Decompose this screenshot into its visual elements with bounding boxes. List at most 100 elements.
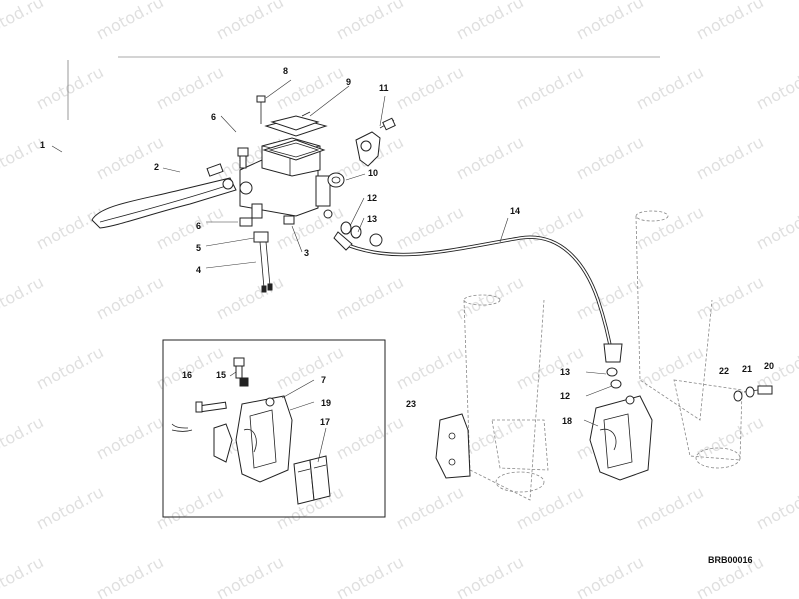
watermark-text: motod.ru: [393, 342, 467, 393]
watermark-text: motod.ru: [333, 272, 407, 323]
watermark-text: motod.ru: [693, 132, 767, 183]
callout-labels: 1 2 3 4 5 6 6 7 8 9 10 11 12 13 14 15 16…: [40, 66, 774, 427]
reservoir-cap: [262, 115, 328, 161]
callout-label: 18: [562, 416, 572, 426]
callout-label: 22: [719, 366, 729, 376]
caliper-mount-bolts: [733, 385, 773, 402]
watermark-text: motod.ru: [0, 272, 47, 323]
watermark-text: motod.ru: [0, 0, 47, 44]
watermark-text: motod.ru: [333, 552, 407, 599]
watermark-text: motod.ru: [753, 202, 799, 253]
watermark-text: motod.ru: [753, 482, 799, 533]
watermark-text: motod.ru: [453, 272, 527, 323]
watermark-text: motod.ru: [573, 272, 647, 323]
callout-label: 9: [346, 77, 351, 87]
callout-label: 12: [367, 193, 377, 203]
callout-label: 12: [560, 391, 570, 401]
watermark-text: motod.ru: [453, 132, 527, 183]
callout-label: 21: [742, 364, 752, 374]
watermark-text: motod.ru: [33, 482, 107, 533]
watermark-text: motod.ru: [393, 202, 467, 253]
watermark-text: motod.ru: [753, 62, 799, 113]
dust-cap: [327, 172, 345, 188]
fork-leg-right: [635, 210, 743, 469]
watermark-text: motod.ru: [633, 342, 707, 393]
callout-label: 8: [283, 66, 288, 76]
pad-spring: [213, 423, 233, 463]
watermark-text: motod.ru: [93, 0, 167, 44]
watermark-text: motod.ru: [153, 482, 227, 533]
pad-pin: [171, 401, 227, 432]
cap-screws: [256, 95, 311, 124]
callout-label: 2: [154, 162, 159, 172]
callout-label: 10: [368, 168, 378, 178]
watermark-text: motod.ru: [33, 62, 107, 113]
lever-pin: [206, 163, 224, 177]
watermark-text: motod.ru: [513, 482, 587, 533]
caliper-detail-inset: [162, 339, 386, 518]
watermark-text: motod.ru: [693, 272, 767, 323]
watermark-text: motod.ru: [333, 0, 407, 44]
brake-lever: [91, 177, 237, 229]
callout-label: 6: [196, 221, 201, 231]
brake-caliper-inset: [235, 395, 293, 483]
watermark-text: motod.ru: [153, 342, 227, 393]
brake-caliper-right: [589, 395, 653, 481]
watermark-text: motod.ru: [453, 552, 527, 599]
callout-label: 1: [40, 140, 45, 150]
watermark-text: motod.ru: [633, 202, 707, 253]
watermark-text: motod.ru: [573, 552, 647, 599]
watermark-text: motod.ru: [93, 552, 167, 599]
callout-label: 3: [304, 248, 309, 258]
watermark-text: motod.ru: [273, 342, 347, 393]
brake-light-switch: [239, 215, 295, 293]
leader-lines: [51, 79, 613, 463]
banjo-washers-lower: [606, 367, 622, 389]
watermark-text: motod.ru: [573, 0, 647, 44]
banjo-fitting: [355, 117, 396, 167]
watermark-text: motod.ru: [213, 272, 287, 323]
pivot-bolt: [237, 147, 249, 169]
callout-label: 6: [211, 112, 216, 122]
callout-label: 16: [182, 370, 192, 380]
watermark-text: motod.ru: [0, 412, 47, 463]
watermark-text: motod.ru: [453, 0, 527, 44]
watermark-text: motod.ru: [33, 342, 107, 393]
fork-leg-left: [463, 294, 549, 501]
drawing-code: BRB00016: [708, 555, 753, 565]
watermark-text: motod.ru: [693, 412, 767, 463]
watermark-text: motod.ru: [633, 62, 707, 113]
watermark-text: motod.ru: [573, 132, 647, 183]
watermark-text: motod.ru: [0, 552, 47, 599]
watermark-text: motod.ru: [213, 552, 287, 599]
watermark-text: motod.ru: [93, 132, 167, 183]
callout-label: 19: [321, 398, 331, 408]
callout-label: 17: [320, 417, 330, 427]
caliper-bracket: [435, 413, 471, 479]
brake-hose: [349, 235, 623, 363]
banjo-washers-upper: [333, 221, 383, 251]
watermark-text: motod.ru: [93, 272, 167, 323]
watermark-text: motod.ru: [393, 482, 467, 533]
callout-label: 14: [510, 206, 520, 216]
watermark-text: motod.ru: [633, 482, 707, 533]
callout-label: 7: [321, 375, 326, 385]
callout-label: 23: [406, 399, 416, 409]
watermark-text: motod.ru: [513, 342, 587, 393]
callout-label: 11: [379, 83, 389, 93]
callout-label: 13: [367, 214, 377, 224]
callout-label: 5: [196, 243, 201, 253]
callout-label: 15: [216, 370, 226, 380]
watermark-text: motod.ru: [513, 62, 587, 113]
watermark-text: motod.ru: [393, 62, 467, 113]
bleed-valve: [233, 357, 249, 387]
callout-label: 4: [196, 265, 201, 275]
watermark-text: motod.ru: [333, 412, 407, 463]
watermark-text: motod.ru: [693, 0, 767, 44]
brake-pads: [293, 455, 331, 505]
watermark-text: motod.ru: [33, 202, 107, 253]
watermark-text: motod.ru: [93, 412, 167, 463]
